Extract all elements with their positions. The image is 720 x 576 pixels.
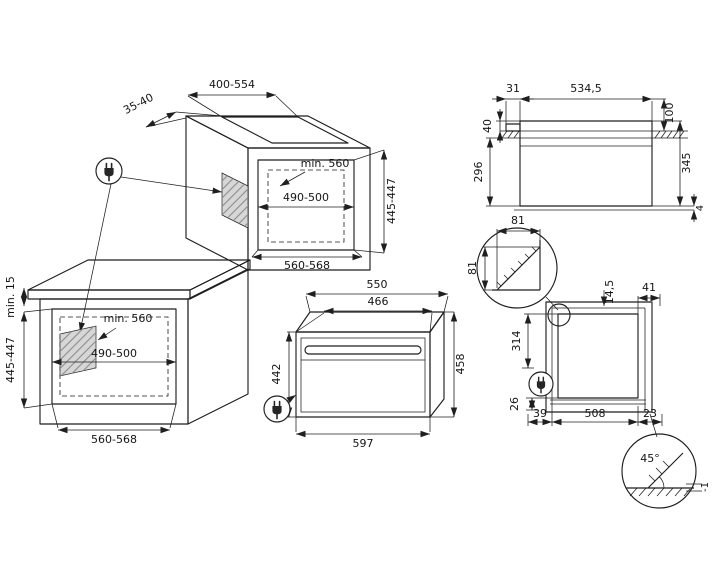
base-cabinet-side-face [187,268,249,425]
detail-circle [621,433,697,509]
corner-detail-view: 81 81 [466,214,559,311]
dim-bottom-gap: 4 [695,205,706,211]
angle-arc [659,476,665,489]
dim-overall-height: 345 [680,153,693,174]
chamfer-line [496,246,541,291]
dim-right-margin: 23 [643,407,657,420]
chamfer-hatch [648,460,670,482]
ext-lines [295,417,431,432]
chamfer-line [647,452,684,489]
worktop-lines [500,130,688,139]
dim-front-clearance: 26 [508,397,521,411]
socket-area-panel-hatch [222,173,248,228]
ext-lines [496,229,541,288]
dim-base-niche-height: 445-447 [4,337,17,383]
ext-lines [295,312,433,333]
dim-oven-overall-width: 597 [353,437,374,450]
dim-base-top-clearance: min. 15 [4,276,17,318]
dim-base-min-depth: min. 560 [104,312,153,325]
dim-upper-rear-height: 100 [663,103,676,124]
dim-corner-clearance: 41 [642,281,656,294]
ext-lines [305,295,449,313]
side-section-view: 31 534,5 100 40 296 345 4 [472,82,706,222]
dim-rear-gap: 14,5 [603,280,616,305]
edge-detail-view: 45° -1 [621,433,711,509]
handle-profile [505,123,521,132]
corner-detail-marker [547,303,571,327]
dim-base-niche-width: 560-568 [91,433,137,446]
base-cabinet-view: min. 560 490-500 445-447 min. 15 560-568 [4,259,251,446]
ext-lines [187,95,299,118]
dim-top-recess: 40 [481,119,494,133]
ext-lines [686,483,702,492]
dim-upper-niche-height: 445-447 [385,178,398,224]
dim-base-socket-zone-width: 490-500 [91,347,137,360]
worktop-hatch-right [654,130,685,139]
oven-side-face [429,311,445,418]
dim-oven-overall-height: 458 [454,354,467,375]
corner-edges [492,240,541,291]
chamfer-hatch [496,246,537,287]
ext-lines [353,149,385,254]
countertop-side-edge [189,259,251,300]
ext-lines [145,111,223,128]
dim-oven-upper-width: 550 [367,278,388,291]
dim-upper-socket-zone-width: 490-500 [283,191,329,204]
dim-body-depth: 534,5 [570,82,602,95]
detail-leader [649,413,658,438]
oven-plan-body [557,313,639,399]
plug-leader-lower [78,183,112,333]
depth-arrow [279,171,306,187]
dim-oven-front-height: 442 [270,364,283,385]
plug-leader [286,394,297,403]
oven-door-outline [300,337,426,413]
socket-callout [78,157,223,333]
depth-arrow [97,327,117,341]
plan-view: 14,5 41 314 26 39 508 23 [508,280,663,438]
ext-lines [23,308,53,409]
section-hatch [629,487,691,497]
plug-leader-upper [120,176,223,194]
dim-line [145,111,177,128]
dim-handle-depth: 31 [506,82,520,95]
dim-corner-cut-depth: 81 [466,261,479,275]
oven-handle [304,345,422,355]
oven-door-plan [550,399,646,405]
dim-upper-niche-width: 560-568 [284,259,330,272]
ext-lines [505,101,521,124]
dim-upper-min-depth: min. 560 [301,157,350,170]
dim-lower-front-height: 296 [472,162,485,183]
dim-left-margin: 39 [533,407,547,420]
upper-niche-depth-dashed [267,169,345,243]
dim-chamfer-angle: 45° [640,452,660,465]
ext-lines [51,403,177,429]
dim-corner-cut-width: 81 [511,214,525,227]
oven-front-view: 550 466 442 458 597 [263,278,467,450]
dim-edge-offset: -1 [700,482,711,492]
dim-oven-inner-width: 466 [368,295,389,308]
dim-socket-depth: 314 [510,331,523,352]
dim-body-width: 508 [585,407,606,420]
dim-upper-top-cutout-width: 400-554 [209,78,255,91]
